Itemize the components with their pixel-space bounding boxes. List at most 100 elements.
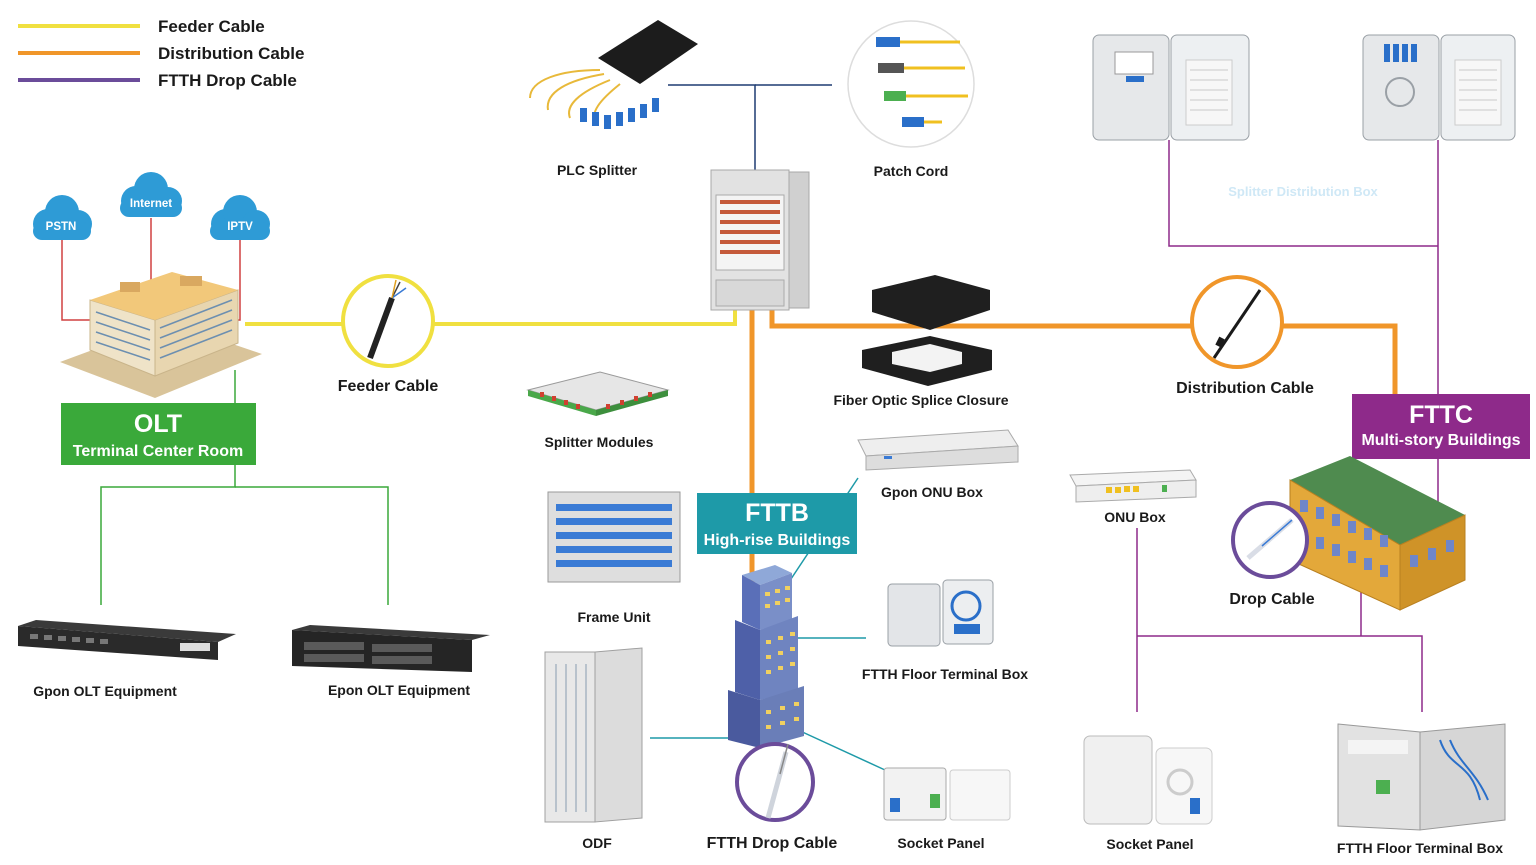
splitter-box-right-icon	[1362, 34, 1516, 141]
epon-olt-equipment: Epon OLT Equipment	[292, 625, 490, 698]
olt-box-bg	[61, 403, 256, 465]
splice-closure: Fiber Optic Splice Closure	[833, 275, 1009, 408]
frame-unit-icon	[547, 491, 681, 583]
fttb-box-bg	[697, 493, 857, 554]
socket-panel-mid-icon	[883, 767, 1011, 821]
sdb-left-line	[1168, 140, 1438, 247]
frame-unit-label: Frame Unit	[577, 609, 650, 625]
gpon-olt-equipment-label: Gpon OLT Equipment	[33, 683, 177, 699]
ftth-floor-terminal-box-right-icon	[1337, 723, 1506, 831]
splitter-modules-label: Splitter Modules	[545, 434, 654, 450]
frame-unit: Frame Unit	[547, 491, 681, 625]
gpon-onu-box-icon	[857, 429, 1019, 471]
legend-drop-label: FTTH Drop Cable	[158, 71, 297, 90]
fttb-title: FTTB	[745, 499, 809, 527]
onu-box-icon	[1069, 469, 1197, 503]
cloud-pstn: PSTN	[33, 195, 92, 240]
fttc-terminal-line	[1137, 635, 1423, 712]
olt-subtitle: Terminal Center Room	[73, 443, 243, 460]
cloud-internet: Internet	[120, 172, 182, 217]
ftth-drop-cable-node: FTTH Drop Cable	[707, 742, 838, 852]
odf-label: ODF	[582, 835, 612, 851]
fttb-box: FTTB High-rise Buildings	[697, 493, 857, 554]
cloud-iptv-icon	[210, 195, 270, 240]
cloud-pstn-label: PSTN	[46, 221, 77, 233]
fttb-socket-line	[797, 729, 886, 771]
ftth-drop-cable-icon	[765, 743, 789, 819]
feeder-cable-label: Feeder Cable	[338, 378, 439, 395]
drop-cable-label: Drop Cable	[1229, 591, 1314, 608]
socket-panel-right-icon	[1083, 735, 1213, 825]
fttb-building-icon	[728, 565, 804, 748]
olt-epon-line	[235, 486, 389, 605]
plc-link-line	[668, 84, 756, 170]
plc-splitter-label: PLC Splitter	[557, 162, 638, 178]
drop-cable-icon	[1246, 518, 1294, 560]
feeder-cable-line	[245, 308, 737, 326]
feeder-cable-circle	[341, 274, 435, 368]
olt-building-icon	[60, 272, 262, 398]
ftth-floor-terminal-box-right: FTTH Floor Terminal Box	[1337, 723, 1506, 856]
legend-distribution-label: Distribution Cable	[158, 44, 304, 63]
distribution-cable-label: Distribution Cable	[1176, 380, 1314, 397]
ftth-drop-cable-circle	[735, 742, 815, 822]
cloud-iptv: IPTV	[210, 195, 270, 240]
fttc-title: FTTC	[1409, 401, 1473, 429]
fttb-subtitle: High-rise Buildings	[704, 532, 851, 549]
feeder-cable-icon	[367, 279, 407, 360]
gpon-onu-box-label: Gpon ONU Box	[881, 484, 983, 500]
ftth-floor-terminal-box-mid-label: FTTH Floor Terminal Box	[862, 666, 1028, 682]
feeder-cable-node: Feeder Cable	[338, 274, 439, 395]
ftth-floor-terminal-box-mid: FTTH Floor Terminal Box	[862, 579, 1028, 682]
ftth-floor-terminal-box-mid-icon	[887, 579, 994, 647]
patch-cord: Patch Cord	[847, 20, 975, 179]
splice-closure-label: Fiber Optic Splice Closure	[833, 392, 1008, 408]
splitter-modules: Splitter Modules	[526, 371, 670, 450]
socket-panel-mid: Socket Panel	[883, 767, 1011, 851]
distribution-cable-node: Distribution Cable	[1176, 275, 1314, 397]
plc-splitter-icon	[529, 20, 698, 129]
ftth-floor-terminal-box-right-label: FTTH Floor Terminal Box	[1337, 840, 1503, 856]
plc-splitter: PLC Splitter	[529, 20, 698, 178]
olt-gpon-line	[100, 465, 236, 605]
epon-olt-equipment-label: Epon OLT Equipment	[328, 682, 470, 698]
fiber-cabinet-icon	[710, 169, 810, 311]
gpon-onu-box: Gpon ONU Box	[857, 429, 1019, 500]
patch-cord-label: Patch Cord	[874, 163, 949, 179]
legend: Feeder Cable Distribution Cable FTTH Dro…	[18, 17, 304, 90]
socket-panel-right-label: Socket Panel	[1106, 836, 1193, 852]
pstn-line	[61, 238, 100, 321]
distribution-main-line	[769, 308, 1398, 395]
onu-box: ONU Box	[1069, 469, 1197, 525]
socket-panel-mid-label: Socket Panel	[897, 835, 984, 851]
cloud-internet-label: Internet	[130, 198, 172, 210]
splice-closure-icon	[862, 275, 992, 386]
onu-box-label: ONU Box	[1104, 509, 1166, 525]
odf-icon	[544, 647, 643, 823]
gpon-olt-equipment-icon	[18, 620, 236, 660]
legend-feeder-label: Feeder Cable	[158, 17, 265, 36]
socket-panel-right: Socket Panel	[1083, 735, 1213, 852]
fttc-box: FTTC Multi-story Buildings	[1352, 394, 1530, 459]
patch-cord-circle	[847, 20, 975, 148]
cloud-internet-icon	[120, 172, 182, 217]
splitter-modules-icon	[526, 371, 670, 416]
odf: ODF	[544, 647, 643, 851]
gpon-olt-equipment: Gpon OLT Equipment	[18, 620, 236, 699]
olt-box: OLT Terminal Center Room	[61, 403, 256, 465]
cloud-pstn-icon	[33, 195, 92, 240]
drop-cable-node: Drop Cable	[1229, 501, 1315, 608]
splitter-distribution-box: Splitter Distribution Box	[1092, 34, 1516, 199]
cloud-iptv-label: IPTV	[227, 221, 253, 233]
patch-cord-icon	[876, 37, 968, 127]
fttc-box-bg	[1352, 394, 1530, 459]
splitter-distribution-box-label: Splitter Distribution Box	[1228, 184, 1378, 199]
ftth-drop-cable-label: FTTH Drop Cable	[707, 835, 838, 852]
olt-title: OLT	[134, 410, 182, 438]
fttc-building-icon	[1289, 456, 1466, 611]
fttc-subtitle: Multi-story Buildings	[1361, 432, 1520, 449]
splitter-box-left-icon	[1092, 34, 1250, 141]
epon-olt-equipment-icon	[292, 625, 490, 672]
distribution-cable-icon	[1212, 289, 1262, 359]
